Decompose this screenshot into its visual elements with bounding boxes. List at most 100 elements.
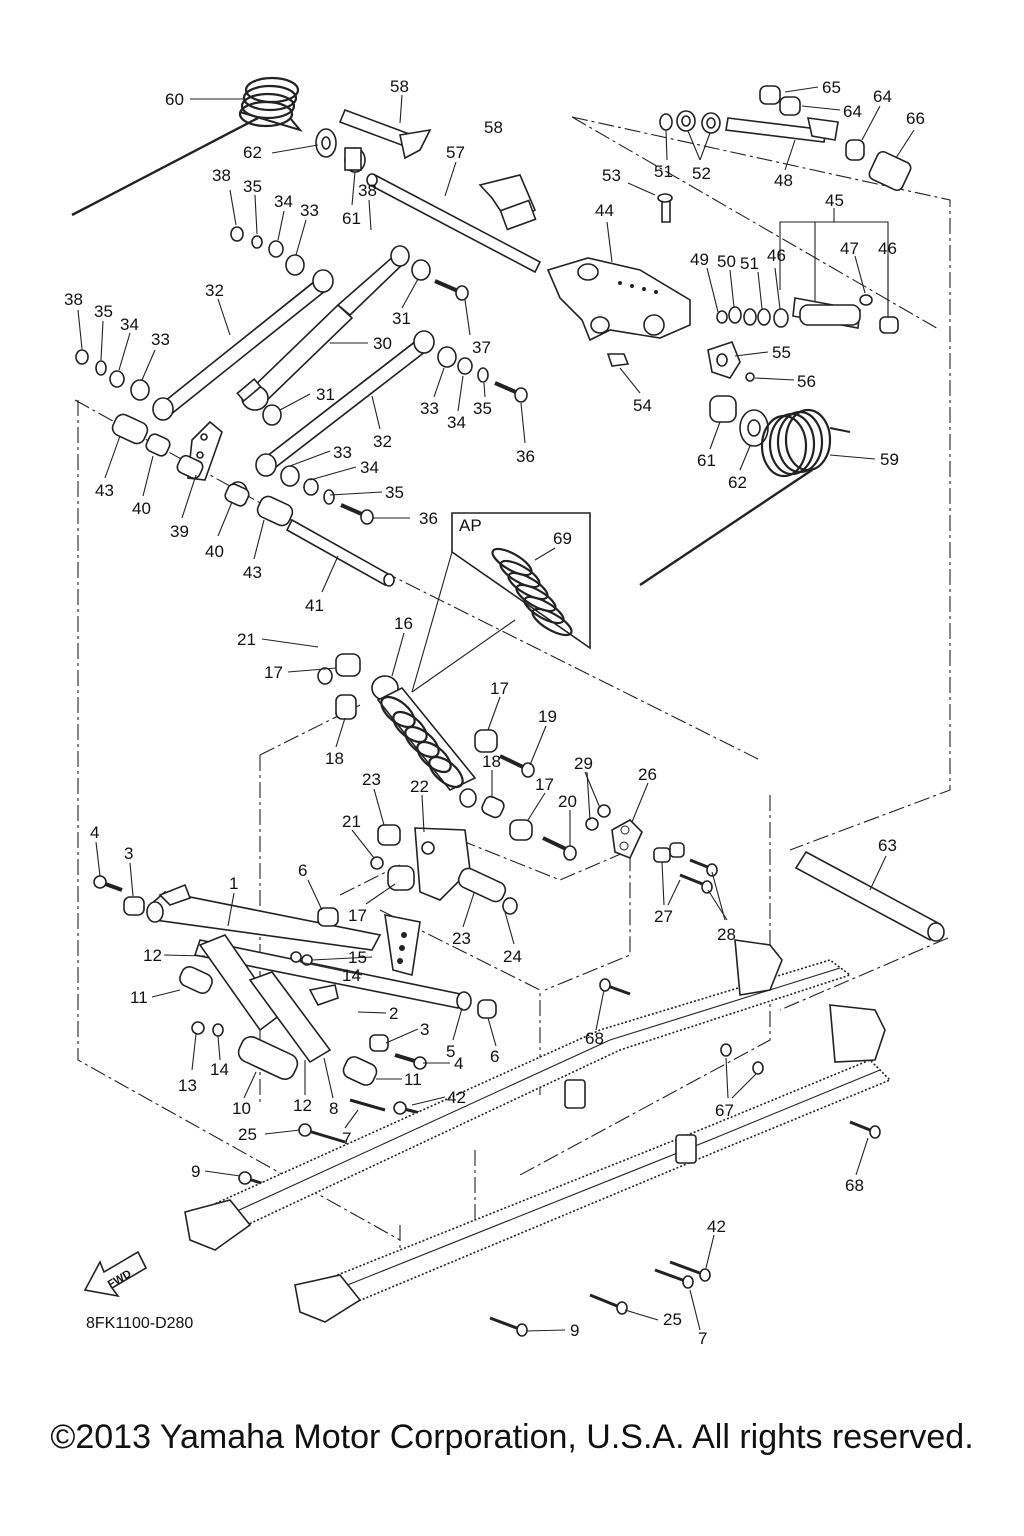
bracket-26-and-bolts-27-28: [585, 804, 718, 894]
callout-69: 69: [553, 529, 572, 548]
copyright-footer: ©2013 Yamaha Motor Corporation, U.S.A. A…: [50, 1418, 974, 1456]
callout-68: 68: [585, 1029, 604, 1048]
callout-15: 15: [348, 948, 367, 967]
diagram-code: 8FK1100-D280: [86, 1315, 193, 1332]
link-rod-32-lower: [255, 330, 435, 477]
fwd-arrow-icon: FWD: [83, 1250, 148, 1298]
lever-22-and-parts-23-24: [370, 824, 518, 915]
callout-54: 54: [633, 396, 652, 415]
callout-34: 34: [447, 413, 466, 432]
callout-46: 46: [767, 246, 786, 265]
callout-61: 61: [342, 209, 361, 228]
spring-59: [639, 408, 851, 586]
callout-60: 60: [165, 90, 184, 109]
callout-14: 14: [342, 966, 361, 985]
washer-62: [315, 128, 337, 158]
shock-30: [236, 245, 410, 411]
callout-42: 42: [707, 1217, 726, 1236]
callout-31: 31: [392, 309, 411, 328]
skid-rail-upper: [184, 939, 852, 1251]
callout-13: 13: [178, 1076, 197, 1095]
tube-48: [725, 117, 839, 143]
callout-67: 67: [715, 1101, 734, 1120]
callout-33: 33: [151, 330, 170, 349]
callout-25: 25: [238, 1125, 257, 1144]
callout-12: 12: [293, 1096, 312, 1115]
callout-61: 61: [697, 451, 716, 470]
callout-16: 16: [394, 614, 413, 633]
callout-34: 34: [360, 458, 379, 477]
callout-38: 38: [64, 290, 83, 309]
callout-38: 38: [358, 181, 377, 200]
shaft-63: [794, 850, 945, 942]
callout-14: 14: [210, 1060, 229, 1079]
link-rod-32-upper: [152, 269, 334, 421]
callout-11: 11: [130, 988, 148, 1007]
callout-9: 9: [570, 1321, 579, 1340]
callout-62: 62: [243, 143, 262, 162]
callout-68: 68: [845, 1176, 864, 1195]
parts-exploded-diagram: FWD: [64, 76, 951, 1348]
callout-32: 32: [205, 281, 224, 300]
callout-37: 37: [472, 338, 491, 357]
callout-43: 43: [95, 481, 114, 500]
callout-3: 3: [124, 844, 133, 863]
plates-12-and-collars: [123, 896, 497, 1086]
callout-6: 6: [298, 861, 307, 880]
callout-58: 58: [484, 118, 503, 137]
callout-36: 36: [516, 447, 535, 466]
callout-58: 58: [390, 77, 409, 96]
callout-8: 8: [329, 1099, 338, 1118]
callout-53: 53: [602, 166, 621, 185]
shock-16: [371, 675, 477, 808]
shaft-57-58: [338, 108, 542, 274]
callout-7: 7: [342, 1129, 351, 1148]
shaft-41: [285, 518, 395, 587]
callout-62: 62: [728, 473, 747, 492]
callout-23: 23: [452, 929, 471, 948]
callout-49: 49: [690, 250, 709, 269]
bracket-39-and-collars-40-43: [111, 413, 294, 527]
callout-2: 2: [389, 1004, 398, 1023]
callout-9: 9: [191, 1162, 200, 1181]
callout-33: 33: [333, 443, 352, 462]
callout-35: 35: [94, 302, 113, 321]
callout-19: 19: [538, 707, 557, 726]
callout-33: 33: [300, 201, 319, 220]
callout-3: 3: [420, 1020, 429, 1039]
front-arm-1: [146, 883, 421, 977]
callout-35: 35: [385, 483, 404, 502]
callout-43: 43: [243, 563, 262, 582]
callout-4: 4: [90, 823, 99, 842]
callout-6: 6: [490, 1047, 499, 1066]
callout-65: 65: [822, 78, 841, 97]
callout-59: 59: [880, 450, 899, 469]
callout-17: 17: [348, 906, 367, 925]
callout-51: 51: [740, 254, 759, 273]
callout-34: 34: [274, 192, 293, 211]
skid-rail-lower: [294, 1004, 892, 1323]
callout-11: 11: [404, 1070, 422, 1089]
washers-51-52-65-64: [659, 85, 912, 192]
spring-60: [71, 76, 303, 217]
callout-39: 39: [170, 522, 189, 541]
callout-18: 18: [482, 752, 501, 771]
callout-22: 22: [410, 777, 429, 796]
callout-66: 66: [906, 109, 925, 128]
callout-40: 40: [132, 499, 151, 518]
callout-34: 34: [120, 315, 139, 334]
callout-46: 46: [878, 239, 897, 258]
callout-17: 17: [490, 679, 509, 698]
callout-51: 51: [654, 162, 673, 181]
callout-56: 56: [797, 372, 816, 391]
callout-17: 17: [264, 663, 283, 682]
spring-69: [491, 547, 573, 637]
callout-64: 64: [843, 102, 862, 121]
callout-10: 10: [232, 1099, 251, 1118]
callout-35: 35: [473, 399, 492, 418]
leader-lines: [77, 86, 915, 1332]
front-arm-lower-2: [193, 939, 472, 1011]
pin-set-45-50-51: [716, 294, 899, 334]
callout-17: 17: [535, 775, 554, 794]
callout-27: 27: [654, 907, 673, 926]
